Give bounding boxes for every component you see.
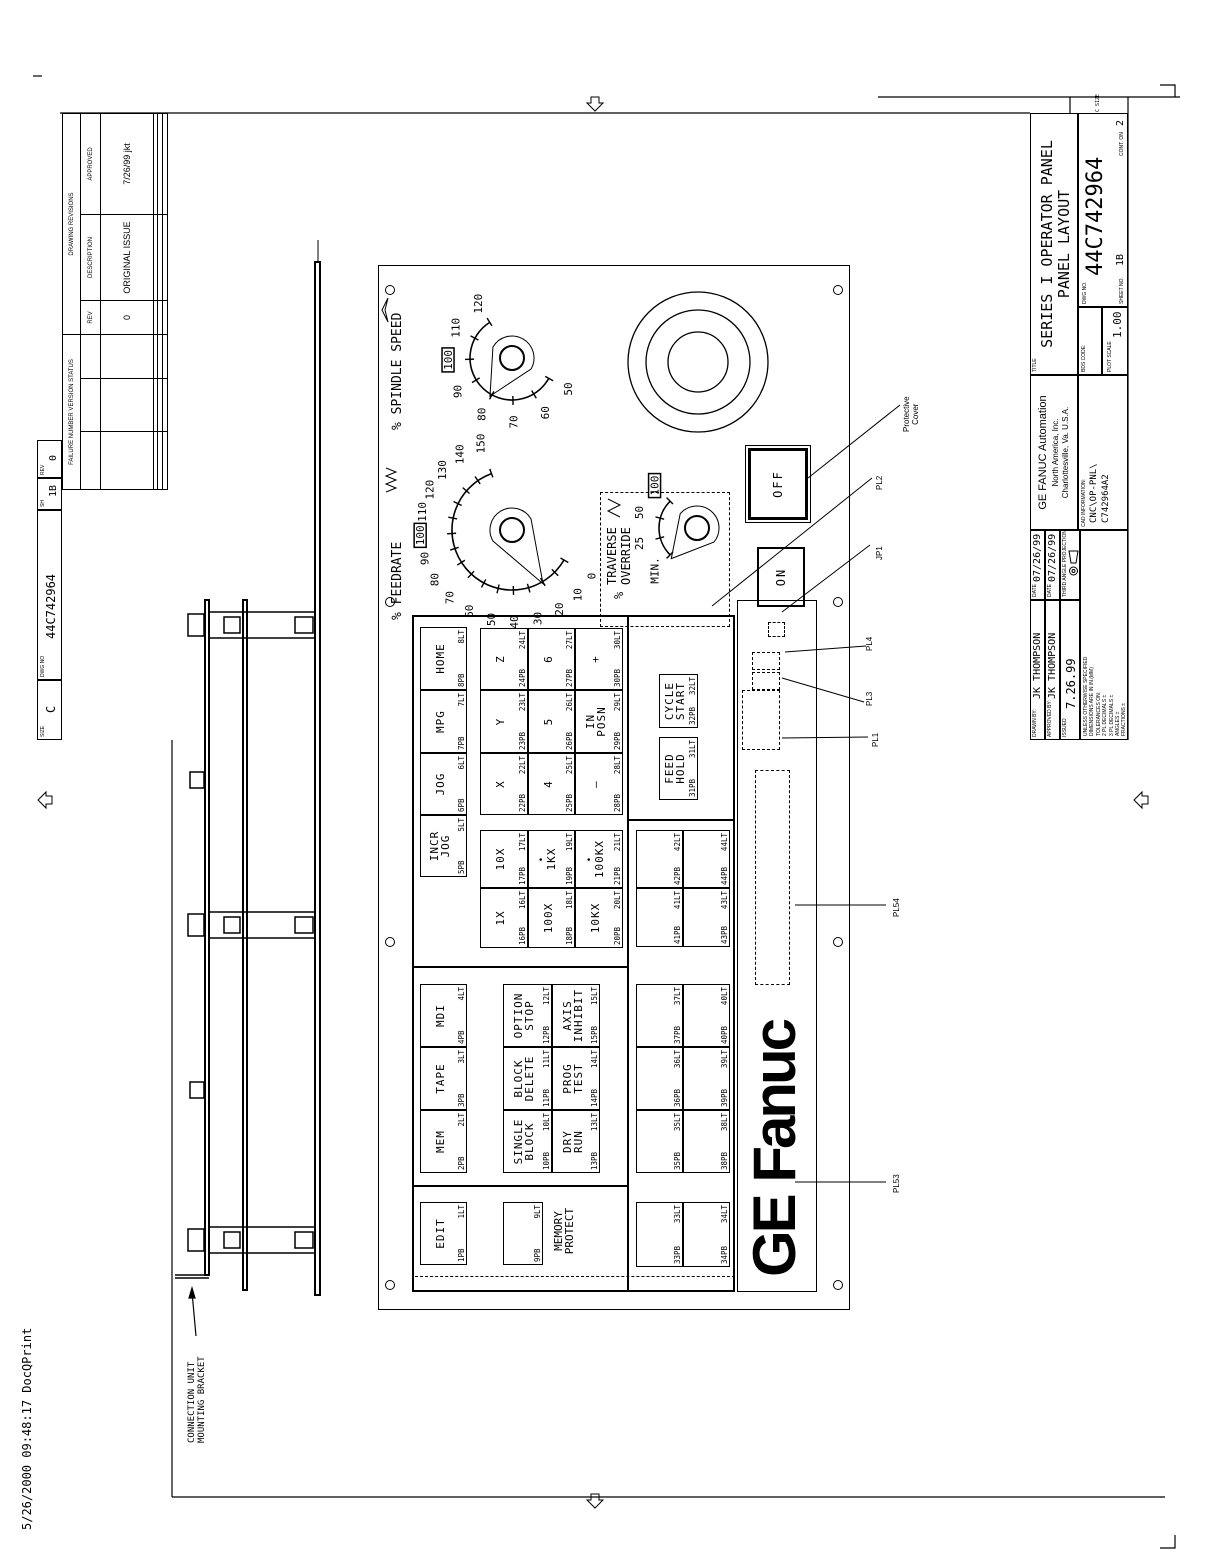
default-100-box — [413, 522, 427, 549]
bolt-icon — [187, 613, 314, 1252]
feedrate-zigzag-icon — [384, 467, 398, 493]
ring-circle — [627, 291, 769, 433]
callout-pl2: PL2 — [875, 475, 884, 490]
side-view-bracket — [175, 240, 321, 1296]
feedrate-tick-mark — [474, 476, 481, 485]
traverse-tick-label: 100 — [649, 476, 662, 496]
traverse-pointer-knob — [670, 505, 720, 560]
feedrate-tick-label: 70 — [444, 591, 457, 604]
traverse-tick-label: 25 — [633, 537, 646, 550]
orientation-arrow-icon — [37, 96, 1149, 1509]
feedrate-tick-label: 90 — [419, 552, 432, 565]
ring-circle — [645, 309, 751, 415]
spindle-start-ring — [627, 291, 769, 433]
spindle-tick-mark — [531, 390, 537, 399]
bracket-label: CONNECTION UNIT MOUNTING BRACKET — [187, 1356, 207, 1443]
spindle-tick-label: 70 — [507, 415, 520, 428]
feedrate-tick-label: 100 — [414, 525, 427, 545]
feedrate-tick-label: 110 — [416, 502, 429, 522]
feedrate-tick-label: 30 — [531, 612, 544, 625]
traverse-tick-mark — [655, 516, 665, 520]
feedrate-tick-label: 0 — [586, 573, 599, 580]
feedrate-tick-mark — [449, 546, 459, 551]
spindle-tick-label: 90 — [451, 385, 464, 398]
callout-pl4: PL4 — [865, 636, 874, 651]
feedrate-tick-label: 120 — [423, 480, 436, 500]
spindle-tick-label: 50 — [562, 382, 575, 395]
feedrate-pointer-knob — [489, 507, 544, 585]
feedrate-tick-mark — [456, 559, 466, 566]
ring-circle — [667, 331, 729, 393]
feedrate-tick-label: 150 — [475, 434, 488, 454]
spindle-tick-label: 120 — [472, 294, 485, 314]
feedrate-knob-icon — [499, 517, 525, 543]
callout-jp1: JP1 — [875, 546, 884, 560]
feedrate-tick-mark — [480, 579, 487, 588]
feedrate-tick-label: 60 — [463, 605, 476, 618]
spindle-dial[interactable]: 50 60 70 80 90 100 110 120 — [441, 294, 575, 429]
callout-pl1: PL1 — [871, 732, 880, 747]
spindle-speed-label: % SPINDLE SPEED — [390, 312, 405, 430]
callout-pl53: PL53 — [892, 1174, 901, 1193]
feedrate-tick-label: 20 — [553, 603, 566, 616]
third-angle-projection-icon — [1068, 550, 1079, 576]
spindle-tick-mark — [544, 375, 554, 382]
spindle-tick-mark — [486, 317, 493, 327]
zigzag-icon — [381, 297, 389, 323]
spindle-tick-label: 110 — [450, 318, 463, 338]
feedrate-tick-mark — [453, 500, 462, 507]
feedrate-tick-mark — [526, 583, 531, 593]
spindle-knob-icon — [499, 345, 525, 371]
feedrate-tick-mark — [551, 568, 559, 577]
spindle-tick-mark — [471, 377, 480, 384]
feedrate-tick-mark — [467, 570, 475, 579]
traverse-knob-icon — [684, 515, 710, 541]
feedrate-tick-label: 50 — [485, 613, 498, 626]
feedrate-scale-arc — [451, 472, 565, 591]
feedrate-tick-label: 130 — [436, 460, 449, 480]
spindle-tick-label: 60 — [539, 406, 552, 419]
spindle-tick-label: 80 — [475, 408, 488, 421]
traverse-tick-label: 50 — [633, 506, 646, 519]
feedrate-tick-mark — [448, 516, 458, 520]
spindle-pointer-knob — [489, 335, 535, 398]
feedrate-tick-label: 80 — [429, 573, 442, 586]
traverse-label: TRAVERSE — [605, 527, 619, 585]
callout-leaders — [711, 404, 901, 1183]
feedrate-tick-mark — [489, 468, 494, 478]
spindle-tick-mark — [470, 335, 479, 341]
callout-protective-cover: Protective Cover — [902, 396, 920, 432]
feedrate-tick-mark — [462, 487, 470, 495]
traverse-tick-label: MIN. — [649, 557, 662, 584]
default-100-box — [441, 347, 455, 373]
feedrate-tick-label: 40 — [508, 615, 521, 628]
feedrate-tick-label: 140 — [454, 444, 467, 464]
traverse-scale-arc — [658, 500, 671, 556]
traverse-zigzag-icon — [606, 498, 622, 518]
spindle-tick-label: 100 — [442, 350, 455, 370]
callout-pl54: PL54 — [892, 898, 901, 917]
feedrate-tick-mark — [447, 532, 457, 535]
traverse-tick-mark — [666, 497, 674, 505]
standoff — [208, 611, 316, 1254]
traverse-percent: % — [612, 591, 626, 599]
feedrate-tick-mark — [560, 557, 569, 564]
sheet-frame — [33, 75, 1180, 1549]
feedrate-tick-mark — [496, 584, 500, 594]
bracket-leader — [188, 1285, 197, 1337]
traverse-tick-mark — [655, 536, 665, 540]
spindle-scale-arc — [469, 321, 550, 401]
default-100-box — [647, 472, 662, 499]
feedrate-label: % FEEDRATE — [390, 541, 405, 620]
feedrate-tick-label: 10 — [571, 588, 584, 601]
override-label: OVERRIDE — [619, 527, 633, 585]
callout-pl3: PL3 — [865, 691, 874, 706]
